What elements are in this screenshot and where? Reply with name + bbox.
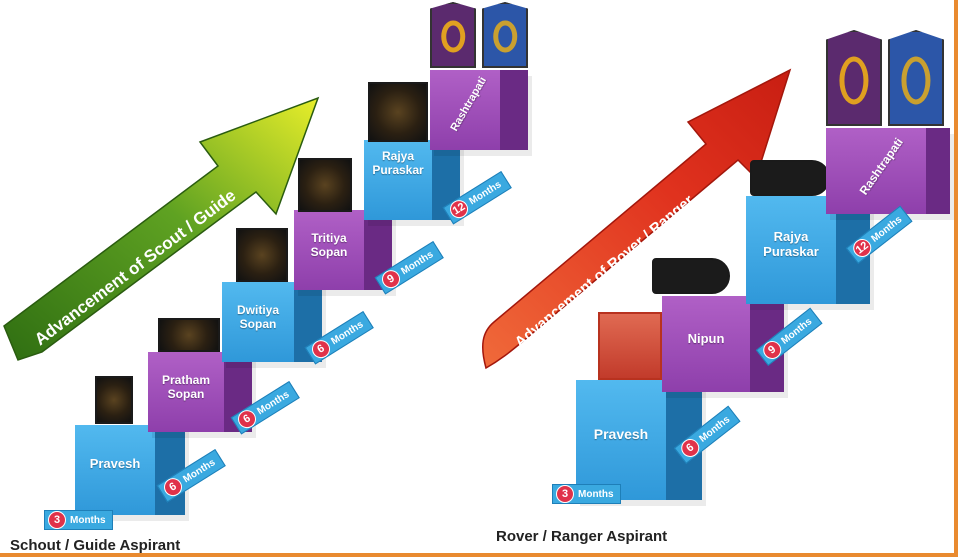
step-label: Rajya Puraskar xyxy=(372,149,424,177)
step-label: Pravesh xyxy=(593,426,649,442)
duration-number: 3 xyxy=(556,485,574,503)
rover-step-nipun: Nipun xyxy=(662,296,784,392)
scout-rashtrapati-shield-icon xyxy=(482,2,528,68)
scout-caption: Schout / Guide Aspirant xyxy=(10,537,181,554)
step-label: Tritiya Sopan xyxy=(310,231,348,259)
step-label: Dwitiya Sopan xyxy=(236,303,279,331)
step-label: Pratham Sopan xyxy=(161,373,211,401)
step-label: Nipun xyxy=(687,331,725,346)
rover-step-rashtrapati: Rashtrapati xyxy=(826,128,950,214)
pravesh-badge-icon xyxy=(95,376,133,424)
tritiya-sopan-badge-icon xyxy=(298,158,352,212)
duration-unit: Months xyxy=(578,488,614,500)
nipun-shoulder-badge-icon xyxy=(652,258,730,294)
step-label: Rajya Puraskar xyxy=(763,229,819,259)
rover-caption: Rover / Ranger Aspirant xyxy=(496,528,668,545)
scout-rashtrapati-shield-icon xyxy=(430,2,476,68)
step-label: Pravesh xyxy=(89,456,141,471)
rover-pravesh-badge-icon xyxy=(598,312,662,380)
pratham-sopan-badge-icon xyxy=(158,318,220,352)
rover-step-rajya-puraskar: Rajya Puraskar xyxy=(746,196,870,304)
duration-tag: 3 Months xyxy=(552,484,621,504)
scout-step-rashtrapati: Rashtrapati xyxy=(430,70,528,150)
duration-number: 3 xyxy=(48,511,66,529)
duration-tag: 3 Months xyxy=(44,510,113,530)
rover-rashtrapati-shield-icon xyxy=(826,30,882,126)
duration-unit: Months xyxy=(70,514,106,526)
scout-step-dwitiya-sopan: Dwitiya Sopan xyxy=(222,282,322,362)
scout-step-rajya-puraskar: Rajya Puraskar xyxy=(364,140,460,220)
rajya-puraskar-shoulder-badge-icon xyxy=(750,160,830,196)
rajya-puraskar-badge-icon xyxy=(368,82,428,142)
dwitiya-sopan-badge-icon xyxy=(236,228,288,282)
rover-rashtrapati-shield-icon xyxy=(888,30,944,126)
rover-step-pravesh: Pravesh xyxy=(576,380,702,500)
